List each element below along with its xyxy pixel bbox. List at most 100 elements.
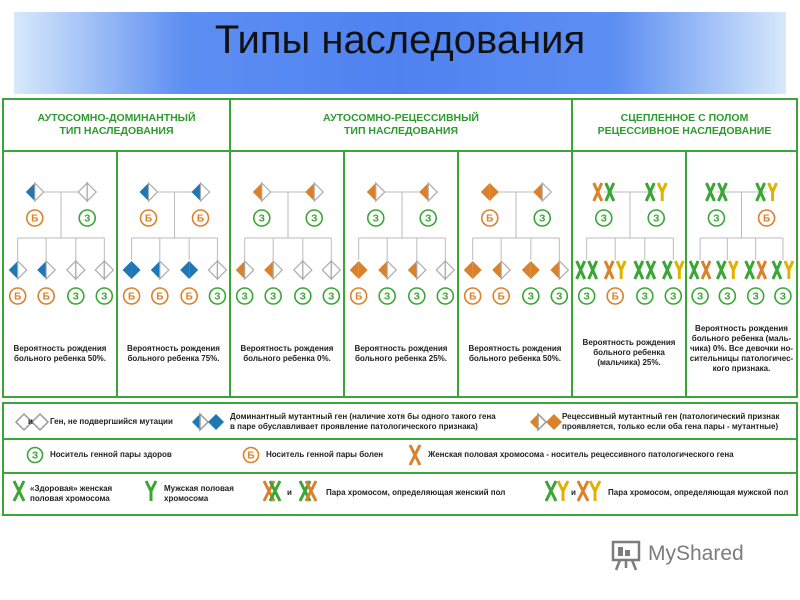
child-chromosome-pair — [771, 260, 795, 280]
child-gene-pair — [8, 259, 28, 281]
svg-text:Б: Б — [197, 214, 204, 225]
svg-text:З: З — [584, 292, 590, 303]
child-status-badge: Б — [8, 287, 27, 305]
parent-status-badge: Б — [25, 209, 44, 227]
pedigree-column: З З Б З З З Вероятность рождения больного ребе… — [345, 152, 459, 398]
child-status-badge: З — [664, 287, 683, 305]
child-gene-pair — [37, 259, 57, 281]
male-pair-icon — [544, 480, 602, 502]
svg-text:Б: Б — [14, 292, 21, 303]
child-chromosome-pair — [633, 260, 657, 280]
child-status-badge: З — [636, 287, 654, 305]
presentation-icon — [611, 540, 641, 571]
svg-text:З: З — [270, 292, 276, 303]
child-status-badge: З — [208, 287, 227, 305]
svg-text:З: З — [556, 292, 562, 303]
child-chromosome-pair — [715, 260, 739, 280]
child-chromosome-pair — [661, 260, 685, 280]
parent-status-badge: З — [78, 209, 97, 227]
child-gene-pair — [349, 261, 368, 279]
healthy-mark-letter: З — [32, 451, 38, 462]
probability-caption: Вероятность рождения больного ребенка 50… — [13, 344, 107, 363]
probability-caption: Вероятность рождения больного ребенка 0%… — [240, 344, 334, 363]
child-status-badge: З — [550, 287, 569, 305]
parent-status-badge: З — [366, 209, 385, 227]
child-gene-pair — [321, 259, 342, 281]
child-gene-pair — [292, 259, 313, 281]
child-gene-pair — [521, 261, 540, 279]
legend-sick-carrier: Носитель генной пары болен — [266, 450, 384, 459]
parent-gene-pair — [139, 181, 159, 203]
svg-text:З: З — [242, 292, 248, 303]
svg-text:З: З — [601, 214, 607, 225]
child-status-badge: З — [294, 287, 312, 305]
child-gene-pair — [180, 261, 199, 279]
normal-gene-icon — [14, 412, 50, 432]
svg-text:Б: Б — [128, 292, 135, 303]
child-status-badge: З — [746, 287, 765, 305]
parent-status-badge: З — [419, 209, 438, 227]
legend-female-pair: Пара хромосом, определяющая женский пол — [326, 488, 506, 497]
child-gene-pair — [492, 259, 512, 281]
child-status-badge: З — [95, 287, 114, 305]
legend-divider — [4, 472, 796, 474]
svg-text:Б: Б — [156, 292, 163, 303]
parent-gene-pair — [25, 181, 45, 203]
svg-text:З: З — [414, 292, 420, 303]
y-chromosome-icon — [144, 480, 158, 501]
child-status-badge: З — [774, 287, 792, 305]
child-status-badge: З — [322, 287, 341, 305]
child-status-badge: З — [691, 287, 709, 305]
watermark: MyShared — [610, 538, 780, 572]
child-status-badge: З — [378, 287, 396, 305]
probability-caption: Вероятность рождения больного ребенка 50… — [468, 344, 562, 363]
healthy-x-chromosome-icon — [12, 480, 26, 502]
legend-female-carrier: Женская половая хромосома - носитель рец… — [428, 450, 734, 459]
svg-text:З: З — [642, 292, 648, 303]
pedigree-chart: З З Б З З З — [349, 181, 456, 305]
svg-text:З: З — [528, 292, 534, 303]
parent-status-badge: Б — [191, 209, 210, 227]
probability-caption: Вероятность рождения больного ребенка (м… — [582, 338, 676, 367]
svg-text:З: З — [753, 292, 759, 303]
legend-recessive-gene: Рецессивный мутантный ген (патологически… — [562, 412, 780, 431]
svg-text:Б: Б — [355, 292, 362, 303]
child-gene-pair — [463, 261, 482, 279]
svg-text:З: З — [539, 214, 545, 225]
female-pair-icon — [262, 480, 318, 502]
healthy-mark-icon: З — [26, 446, 44, 464]
legend-divider — [4, 438, 796, 440]
child-status-badge: З — [436, 287, 455, 305]
svg-text:Б: Б — [145, 214, 152, 225]
child-status-badge: Б — [151, 287, 169, 305]
svg-text:З: З — [384, 292, 390, 303]
child-status-badge: Б — [37, 287, 55, 305]
child-gene-pair — [65, 259, 86, 281]
child-chromosome-pair — [688, 260, 712, 280]
child-status-badge: Б — [122, 287, 141, 305]
probability-caption: Вероятность рождения больного ребенка 25… — [354, 344, 448, 363]
female-carrier-chromosome-icon — [408, 444, 422, 466]
parent-gene-pair — [533, 181, 553, 203]
child-status-badge: З — [264, 287, 282, 305]
parent-gene-pair — [419, 181, 439, 203]
legend: и Ген, не подвергшийся мутации Доминантн… — [2, 402, 798, 516]
svg-text:З: З — [713, 214, 719, 225]
svg-text:З: З — [259, 214, 265, 225]
svg-text:З: З — [780, 292, 786, 303]
parent-status-badge: З — [305, 209, 324, 227]
header-autosomal-recessive: АУТОСОМНО-РЕЦЕССИВНЫЙ ТИП НАСЛЕДОВАНИЯ — [231, 100, 573, 152]
legend-and: и — [571, 488, 576, 497]
watermark-text: MyShared — [648, 542, 744, 565]
parent-status-badge: З — [533, 209, 552, 227]
child-gene-pair — [378, 259, 398, 281]
child-chromosome-pair — [575, 260, 599, 280]
parent-gene-pair — [191, 181, 211, 203]
title-band — [14, 12, 786, 94]
